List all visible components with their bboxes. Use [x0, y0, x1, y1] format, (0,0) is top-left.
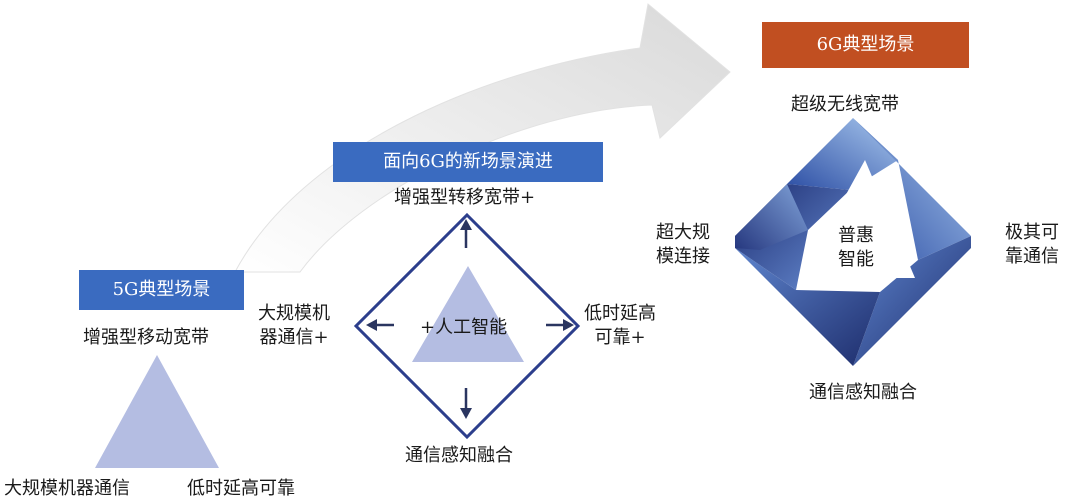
evolution-top-label: 增强型转移宽带+ [394, 187, 536, 208]
evolution-header: 面向6G的新场景演进 [333, 142, 603, 182]
arrow-up-icon [460, 219, 472, 248]
6g-left-label: 超大规 模连接 [656, 222, 710, 267]
evolution-bottom-label: 通信感知融合 [405, 445, 513, 466]
6g-inner-triangle [800, 160, 915, 278]
6g-scenarios-header: 6G典型场景 [762, 22, 969, 68]
6g-center-label: 普惠 智能 [838, 225, 874, 270]
arrow-down-icon [460, 388, 472, 419]
6g-diamond [735, 118, 971, 366]
5g-bottom-right-label: 低时延高可靠 [187, 478, 295, 499]
6g-bottom-label: 通信感知融合 [809, 382, 917, 403]
arrow-right-icon [546, 319, 574, 331]
evolution-inner-triangle [412, 266, 524, 362]
evolution-left-label: 大规模机 器通信+ [258, 303, 330, 348]
5g-bottom-left-label: 大规模机器通信 [4, 478, 130, 499]
5g-top-label: 增强型移动宽带 [83, 327, 209, 348]
evolution-center-label: +人工智能 [420, 317, 508, 338]
6g-top-label: 超级无线宽带 [791, 94, 899, 115]
6g-right-label: 极其可 靠通信 [1005, 222, 1059, 267]
evolution-right-label: 低时延高 可靠+ [584, 303, 656, 348]
arrow-left-icon [366, 319, 394, 331]
5g-scenarios-header: 5G典型场景 [79, 270, 244, 310]
5g-triangle [95, 355, 219, 468]
